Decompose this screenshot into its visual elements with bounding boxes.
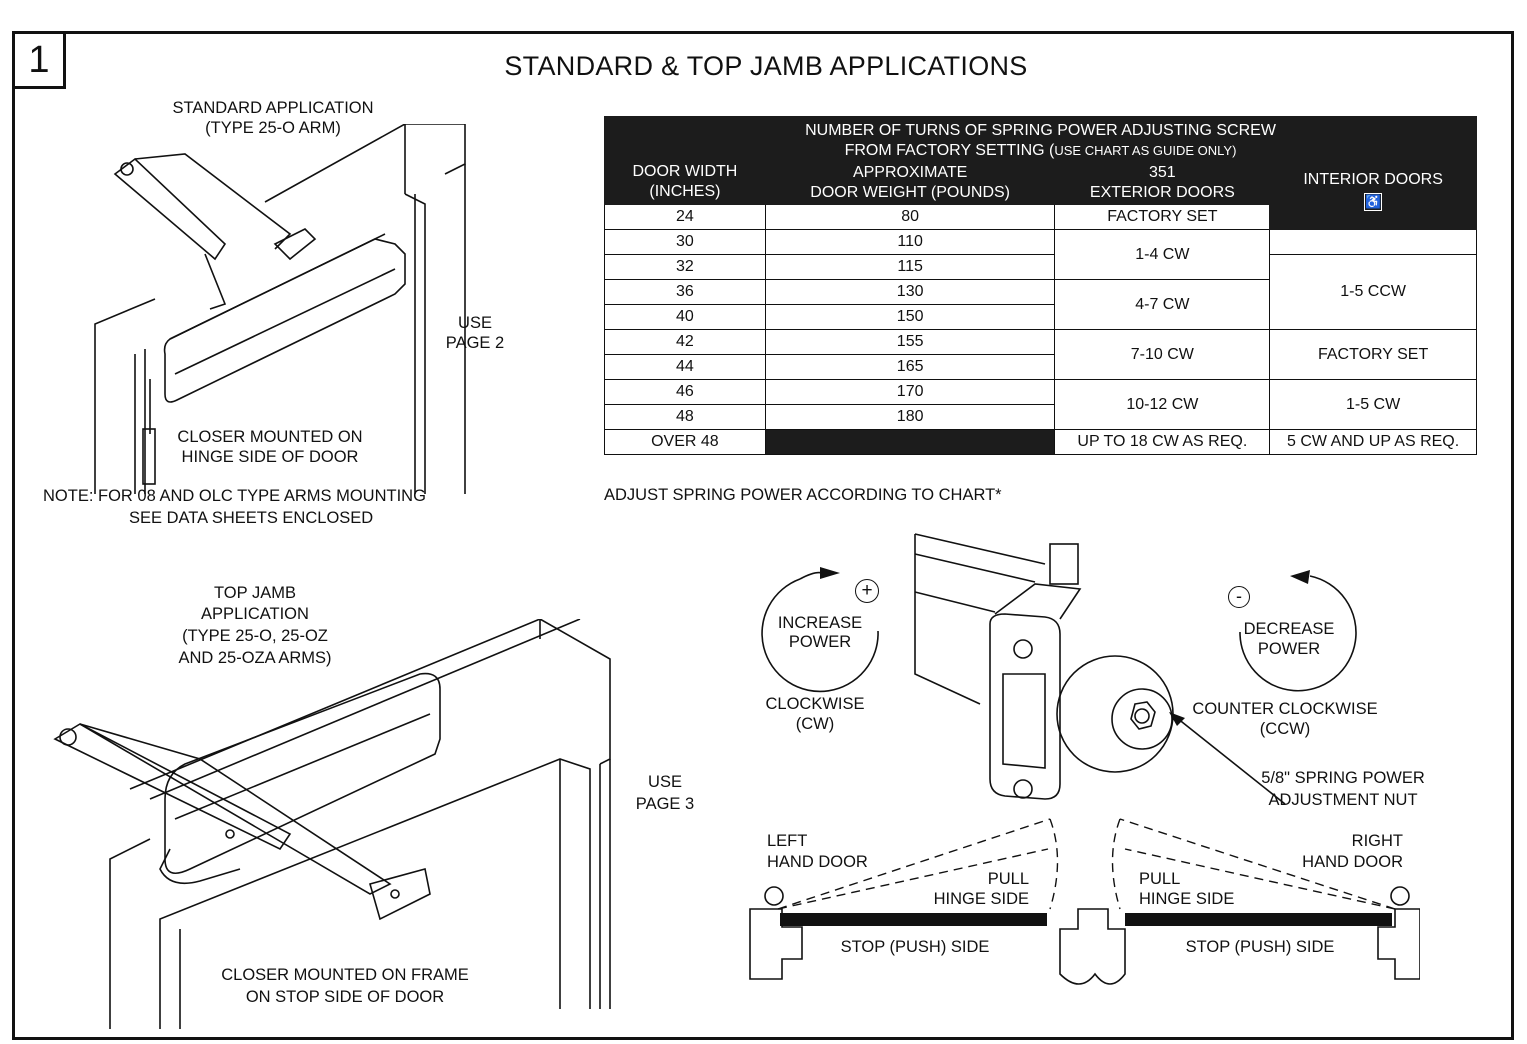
right-pull-line2: HINGE SIDE — [1139, 890, 1235, 908]
top-jamb-mount-line2: ON STOP SIDE OF DOOR — [245, 988, 445, 1006]
right-pull-line1: PULL — [1139, 870, 1181, 888]
col-header-ext-line1: 351 — [1149, 164, 1176, 181]
cell-ext: 10-12 CW — [1054, 379, 1271, 430]
nut-line2: ADJUSTMENT NUT — [1268, 791, 1418, 809]
pointer-arrow — [1169, 712, 1286, 805]
left-hand-line2: HAND DOOR — [767, 853, 868, 871]
hand-door-diagram — [749, 818, 1420, 985]
col-header-ext-line2: EXTERIOR DOORS — [1089, 184, 1235, 201]
standard-use-line1: USE — [458, 314, 492, 332]
cell-weight: 155 — [764, 329, 1056, 355]
instruction-sheet: 1 STANDARD & TOP JAMB APPLICATIONS STAND… — [12, 31, 1514, 1040]
cell-weight: 170 — [764, 379, 1056, 405]
right-hand-line2: HAND DOOR — [1302, 853, 1403, 871]
increase-line2: POWER — [788, 633, 852, 651]
cell-weight: 180 — [764, 404, 1056, 430]
cell-weight: 110 — [764, 229, 1056, 255]
cell-weight-blank — [764, 429, 1056, 455]
cell-width: 24 — [604, 204, 766, 230]
cell-weight: 80 — [764, 204, 1056, 230]
cell-width: 36 — [604, 279, 766, 305]
note-line2: SEE DATA SHEETS ENCLOSED — [129, 509, 374, 527]
cell-width: 32 — [604, 254, 766, 280]
top-jamb-line1: TOP JAMB — [214, 584, 296, 602]
cell-weight: 130 — [764, 279, 1056, 305]
minus-icon: - — [1228, 586, 1250, 608]
cell-int: 5 CW AND UP AS REQ. — [1269, 429, 1477, 455]
left-stop-side: STOP (PUSH) SIDE — [840, 938, 990, 956]
clockwise-arrow-icon — [761, 567, 879, 693]
cell-width: 30 — [604, 229, 766, 255]
increase-line1: INCREASE — [777, 614, 863, 632]
table-caption-line1: NUMBER OF TURNS OF SPRING POWER ADJUSTIN… — [805, 122, 1276, 139]
standard-mount-line1: CLOSER MOUNTED ON — [177, 428, 363, 446]
ccw-line2: (CCW) — [1259, 720, 1311, 738]
left-hand-line1: LEFT — [767, 832, 808, 850]
cell-width: 44 — [604, 354, 766, 380]
cell-int: FACTORY SET — [1269, 329, 1477, 380]
standard-use-line2: PAGE 2 — [445, 334, 505, 352]
page-title: STANDARD & TOP JAMB APPLICATIONS — [504, 51, 1028, 81]
cell-weight: 150 — [764, 304, 1056, 330]
cell-ext: FACTORY SET — [1054, 204, 1271, 230]
cell-int: 1-5 CCW — [1269, 254, 1477, 330]
standard-mount-line2: HINGE SIDE OF DOOR — [181, 448, 359, 466]
cell-width: 48 — [604, 404, 766, 430]
spring-power-table: NUMBER OF TURNS OF SPRING POWER ADJUSTIN… — [604, 116, 1477, 455]
cell-weight: 115 — [764, 254, 1056, 280]
cell-width: 42 — [604, 329, 766, 355]
col-header-width-line2: (INCHES) — [649, 183, 721, 200]
counter-clockwise-arrow-icon — [1239, 570, 1357, 692]
top-jamb-drawing — [53, 619, 611, 1029]
cell-weight: 165 — [764, 354, 1056, 380]
cw-line1: CLOCKWISE — [765, 695, 865, 713]
table-caption-line2: FROM FACTORY SETTING (USE CHART AS GUIDE… — [844, 142, 1237, 159]
table-footnote: ADJUST SPRING POWER ACCORDING TO CHART* — [604, 486, 1002, 504]
cell-ext: 7-10 CW — [1054, 329, 1271, 380]
standard-heading-line1: STANDARD APPLICATION — [172, 99, 374, 117]
nut-line1: 5/8" SPRING POWER — [1261, 769, 1425, 787]
top-jamb-use-line2: PAGE 3 — [635, 795, 695, 813]
cell-width: 46 — [604, 379, 766, 405]
left-pull-line1: PULL — [987, 870, 1029, 888]
accessibility-icon: ♿ — [1364, 193, 1383, 211]
decrease-line2: POWER — [1257, 640, 1321, 658]
right-hand-line1: RIGHT — [1351, 832, 1403, 850]
cell-width: OVER 48 — [604, 429, 766, 455]
top-jamb-line3: (TYPE 25-O, 25-OZ — [182, 627, 328, 645]
plus-icon: + — [855, 579, 879, 603]
cell-ext: 1-4 CW — [1054, 229, 1271, 280]
cw-line2: (CW) — [795, 715, 835, 733]
standard-application-drawing — [94, 124, 466, 494]
decrease-line1: DECREASE — [1243, 620, 1335, 638]
cell-int: 1-5 CW — [1269, 379, 1477, 430]
left-pull-line2: HINGE SIDE — [933, 890, 1029, 908]
col-header-weight-line1: APPROXIMATE — [852, 164, 968, 181]
top-jamb-line4: AND 25-OZA ARMS) — [178, 649, 332, 667]
ccw-line1: COUNTER CLOCKWISE — [1192, 700, 1378, 718]
cell-ext: 4-7 CW — [1054, 279, 1271, 330]
top-jamb-use-line1: USE — [648, 773, 682, 791]
col-header-width-line1: DOOR WIDTH — [632, 163, 738, 180]
standard-heading-line2: (TYPE 25-O ARM) — [205, 119, 341, 137]
note-line1: NOTE: FOR 08 AND OLC TYPE ARMS MOUNTING — [43, 487, 426, 505]
closer-end-cap-drawing — [914, 533, 1174, 800]
cell-width: 40 — [604, 304, 766, 330]
section-number: 1 — [12, 31, 66, 89]
col-header-weight-line2: DOOR WEIGHT (POUNDS) — [810, 184, 1010, 201]
top-jamb-mount-line1: CLOSER MOUNTED ON FRAME — [221, 966, 469, 984]
cell-ext: UP TO 18 CW AS REQ. — [1054, 429, 1271, 455]
top-jamb-line2: APPLICATION — [201, 605, 309, 623]
right-stop-side: STOP (PUSH) SIDE — [1185, 938, 1335, 956]
col-header-interior: INTERIOR DOORS — [1303, 171, 1443, 188]
cell-int-empty — [1269, 229, 1477, 255]
